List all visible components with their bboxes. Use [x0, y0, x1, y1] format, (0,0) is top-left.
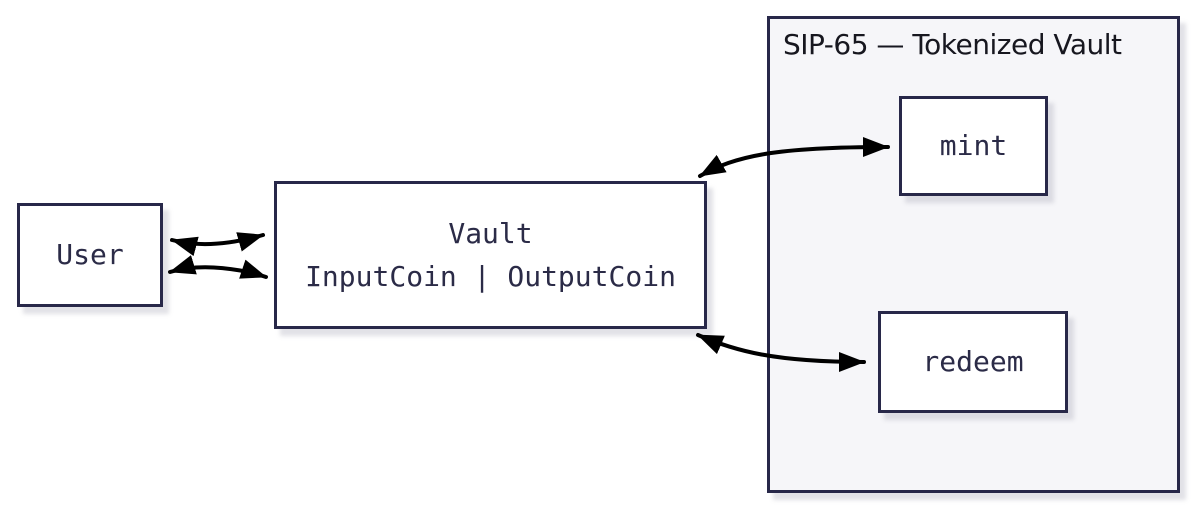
group-sip65-title: SIP-65 — Tokenized Vault: [783, 28, 1122, 61]
group-sip65-tokenized-vault: SIP-65 — Tokenized Vault: [767, 16, 1180, 493]
node-vault: Vault InputCoin | OutputCoin: [274, 181, 707, 329]
edge-user-vault-bottom-arrow: [168, 255, 268, 279]
node-mint-label: mint: [939, 129, 1008, 163]
node-redeem-label: redeem: [922, 345, 1024, 379]
node-user: User: [17, 203, 163, 307]
node-redeem: redeem: [878, 311, 1068, 413]
node-mint: mint: [899, 96, 1048, 196]
node-vault-title: Vault: [448, 216, 533, 250]
edge-user-vault-top-arrow: [170, 232, 265, 257]
node-user-label: User: [56, 238, 124, 272]
node-vault-subtitle: InputCoin | OutputCoin: [305, 260, 676, 293]
